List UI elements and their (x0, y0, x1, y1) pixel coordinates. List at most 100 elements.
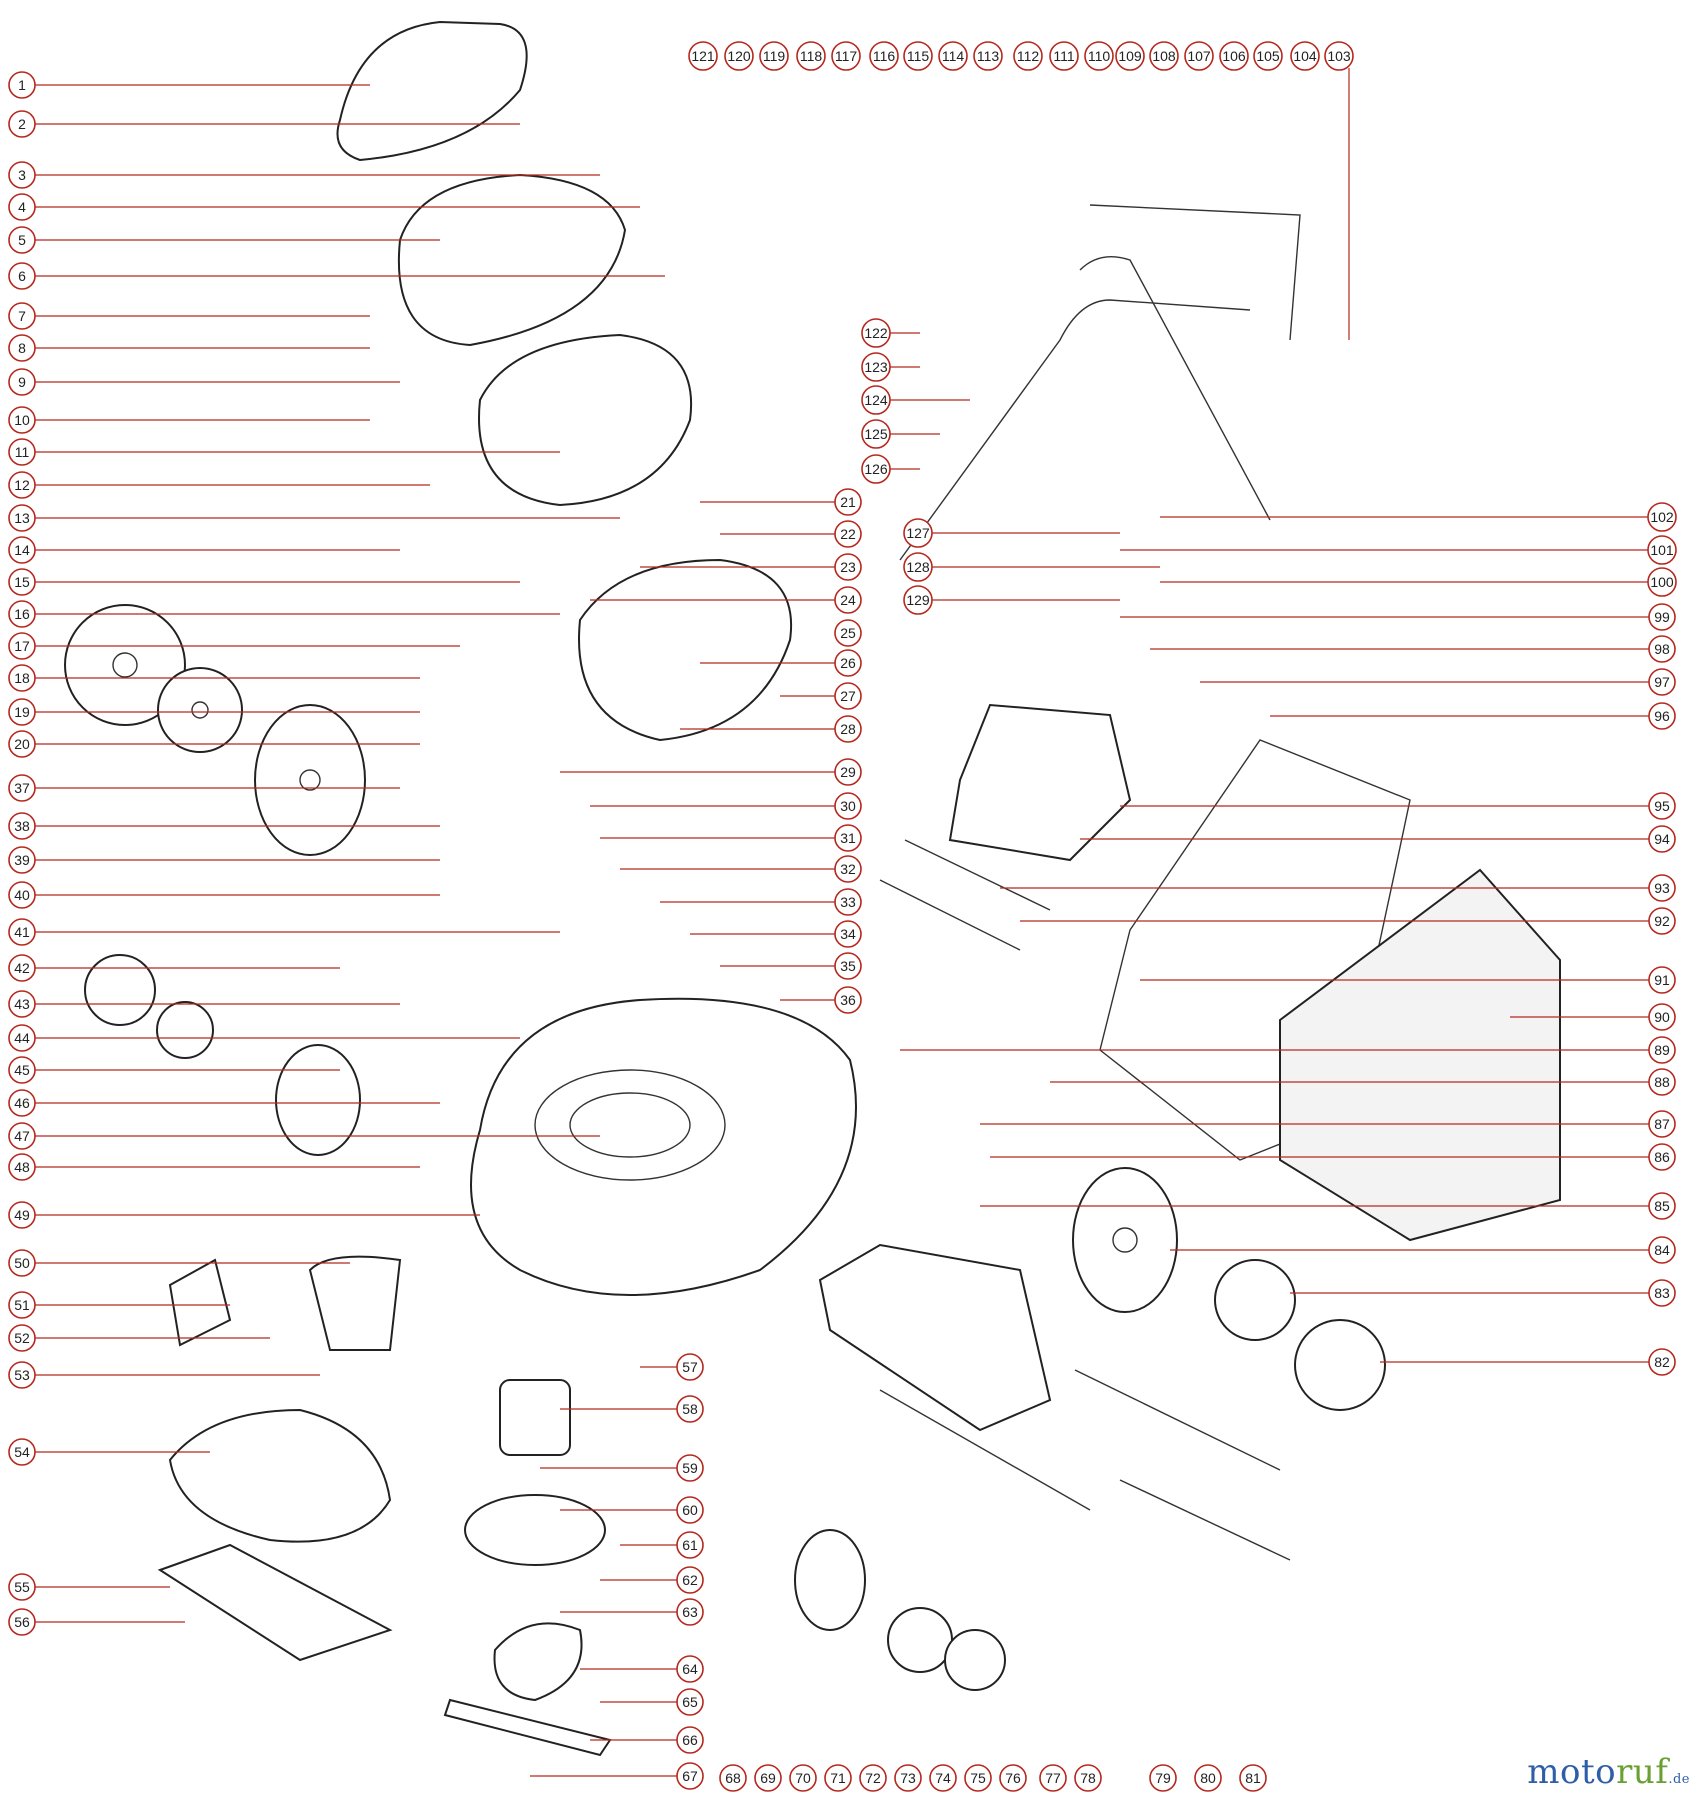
callout-label: 103 (1327, 48, 1351, 64)
callout-label: 63 (682, 1604, 698, 1620)
callout-label: 64 (682, 1661, 698, 1677)
callout-circle (1648, 874, 1676, 902)
callout-4: 4 (8, 193, 36, 221)
callout-circle (834, 649, 862, 677)
callout-label: 19 (14, 704, 30, 720)
callout-label: 120 (727, 48, 751, 64)
callout-circle (999, 1764, 1027, 1792)
callout-circle (8, 368, 36, 396)
callout-circle (938, 41, 968, 71)
callout-label: 75 (970, 1770, 986, 1786)
callout-label: 68 (725, 1770, 741, 1786)
callout-circle (8, 504, 36, 532)
callout-circle (8, 1291, 36, 1319)
callout-circle (8, 664, 36, 692)
callout-label: 81 (1245, 1770, 1261, 1786)
callout-circle (903, 552, 933, 582)
callout-label: 79 (1155, 1770, 1171, 1786)
callout-label: 105 (1256, 48, 1280, 64)
callout-6: 6 (8, 262, 36, 290)
callout-circle (831, 41, 861, 71)
callout-circle (1239, 1764, 1267, 1792)
callout-24: 24 (834, 586, 862, 614)
callout-77: 77 (1039, 1764, 1067, 1792)
callout-5: 5 (8, 226, 36, 254)
callout-label: 93 (1654, 880, 1670, 896)
callout-circle (1149, 41, 1179, 71)
callout-circle (8, 1201, 36, 1229)
callout-circle (964, 1764, 992, 1792)
callout-circle (1648, 635, 1676, 663)
callout-label: 5 (18, 232, 26, 248)
callout-7: 7 (8, 302, 36, 330)
callout-circle (1324, 41, 1354, 71)
callout-circle (1013, 41, 1043, 71)
callout-label: 118 (800, 48, 823, 64)
callout-label: 41 (14, 924, 30, 940)
callout-58: 58 (676, 1395, 704, 1423)
callout-circle (8, 1024, 36, 1052)
callout-circle (724, 41, 754, 71)
callout-circle (8, 262, 36, 290)
callout-circle (789, 1764, 817, 1792)
callout-81: 81 (1239, 1764, 1267, 1792)
callout-circle (1184, 41, 1214, 71)
callout-98: 98 (1648, 635, 1676, 663)
callout-circle (1253, 41, 1283, 71)
callout-circle (834, 792, 862, 820)
callout-label: 12 (14, 477, 30, 493)
callout-circle (834, 715, 862, 743)
callout-106: 106 (1219, 41, 1249, 71)
callout-circle (8, 600, 36, 628)
callout-circle (861, 454, 891, 484)
callout-1: 1 (8, 71, 36, 99)
callout-label: 100 (1650, 574, 1674, 590)
callout-37: 37 (8, 774, 36, 802)
callout-105: 105 (1253, 41, 1283, 71)
callout-28: 28 (834, 715, 862, 743)
callout-label: 26 (840, 655, 856, 671)
callout-circle (1648, 1192, 1676, 1220)
callout-73: 73 (894, 1764, 922, 1792)
callout-95: 95 (1648, 792, 1676, 820)
callout-128: 128 (903, 552, 933, 582)
callout-circle (903, 41, 933, 71)
callout-52: 52 (8, 1324, 36, 1352)
callout-label: 87 (1654, 1116, 1670, 1132)
callout-40: 40 (8, 881, 36, 909)
callout-label: 94 (1654, 831, 1670, 847)
callout-label: 50 (14, 1255, 30, 1271)
callout-label: 92 (1654, 913, 1670, 929)
callout-label: 74 (935, 1770, 951, 1786)
callout-label: 76 (1005, 1770, 1021, 1786)
callout-circle (8, 1249, 36, 1277)
callout-circle (1115, 41, 1145, 71)
callout-label: 54 (14, 1444, 30, 1460)
callout-circle (834, 586, 862, 614)
callout-circle (1074, 1764, 1102, 1792)
callout-label: 124 (864, 392, 888, 408)
callout-circle (8, 334, 36, 362)
callout-label: 10 (14, 412, 30, 428)
callout-111: 111 (1049, 41, 1079, 71)
callout-label: 29 (840, 764, 856, 780)
callout-27: 27 (834, 682, 862, 710)
brand-tld: .de (1668, 1772, 1690, 1787)
callout-label: 21 (840, 494, 856, 510)
callout-circle (8, 71, 36, 99)
callout-label: 89 (1654, 1042, 1670, 1058)
callout-48: 48 (8, 1153, 36, 1181)
callout-55: 55 (8, 1573, 36, 1601)
callout-label: 98 (1654, 641, 1670, 657)
callout-43: 43 (8, 990, 36, 1018)
callout-label: 96 (1654, 708, 1670, 724)
callout-label: 42 (14, 960, 30, 976)
callout-104: 104 (1290, 41, 1320, 71)
callout-circle (676, 1762, 704, 1790)
callout-72: 72 (859, 1764, 887, 1792)
callout-circle (834, 986, 862, 1014)
callout-circle (8, 954, 36, 982)
callout-62: 62 (676, 1566, 704, 1594)
